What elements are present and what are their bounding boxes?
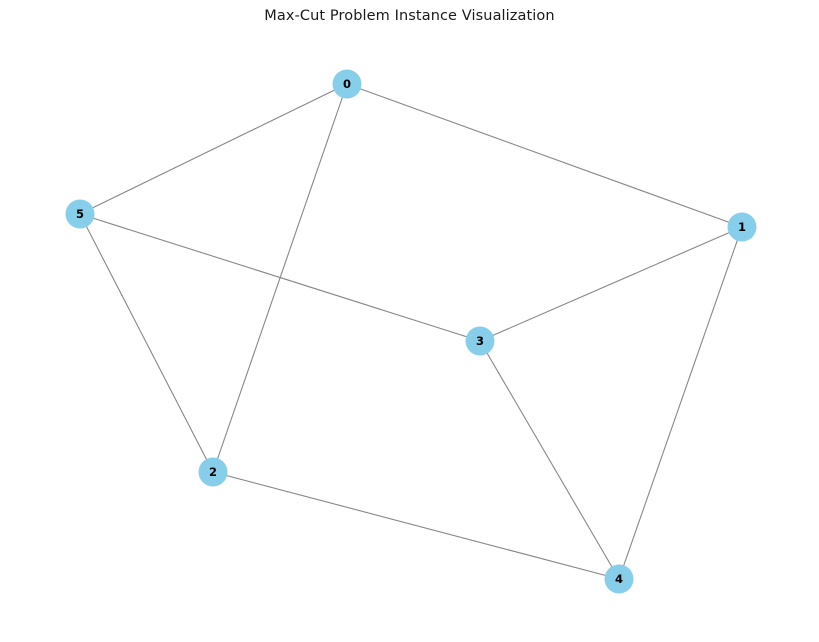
graph-node-circle-4[interactable]	[604, 564, 634, 594]
graph-node-2[interactable]: 2	[198, 457, 228, 487]
graph-edge-2-4	[212, 471, 620, 580]
graph-node-label-4: 4	[615, 572, 623, 586]
graph-edge-0-1	[346, 83, 743, 228]
graph-node-label-1: 1	[738, 220, 746, 234]
edge-layer	[79, 83, 743, 580]
graph-edge-0-5	[79, 83, 348, 215]
graph-edge-3-4	[479, 340, 620, 580]
graph-node-label-3: 3	[476, 334, 484, 348]
graph-edge-1-4	[618, 226, 743, 580]
graph-node-label-0: 0	[343, 77, 351, 91]
graph-node-1[interactable]: 1	[727, 212, 757, 242]
graph-node-3[interactable]: 3	[465, 326, 495, 356]
graph-node-circle-1[interactable]	[727, 212, 757, 242]
node-layer: 0 1 2 3 4 5	[65, 69, 757, 594]
graph-node-circle-0[interactable]	[332, 69, 362, 99]
page-title: Max-Cut Problem Instance Visualization	[264, 8, 555, 24]
graph-node-label-5: 5	[76, 207, 84, 221]
graph-node-circle-2[interactable]	[198, 457, 228, 487]
graph-node-4[interactable]: 4	[604, 564, 634, 594]
graph-node-0[interactable]: 0	[332, 69, 362, 99]
graph-edge-2-5	[79, 213, 214, 473]
graph-edge-1-3	[479, 226, 743, 342]
graph-node-circle-3[interactable]	[465, 326, 495, 356]
graph-edge-3-5	[79, 213, 481, 342]
graph-node-5[interactable]: 5	[65, 199, 95, 229]
graph-node-circle-5[interactable]	[65, 199, 95, 229]
graph-node-label-2: 2	[209, 465, 217, 479]
